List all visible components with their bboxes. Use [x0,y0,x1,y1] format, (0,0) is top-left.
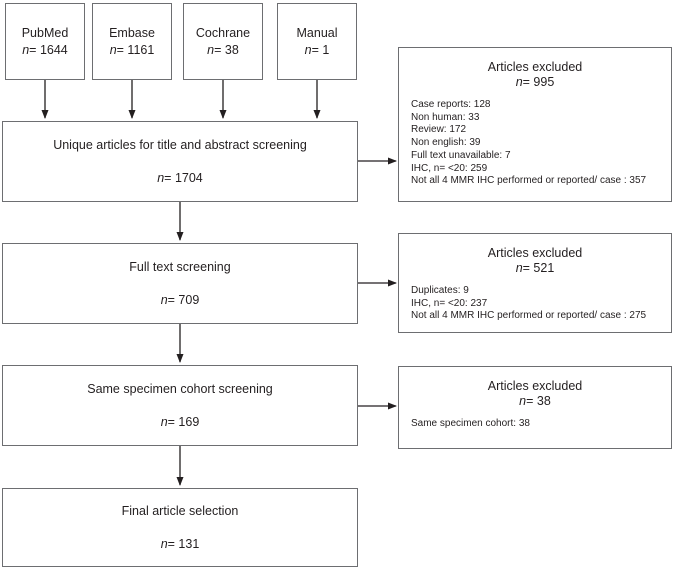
exclusion-count: n= 995 [515,75,555,89]
exclusion-title: Articles excluded [487,246,583,260]
stage-box-final-article-selection: Final article selection n= 131 [2,488,358,567]
exclusion-reason: Not all 4 MMR IHC performed or reported/… [411,310,647,322]
stage-count: n= 1704 [157,171,203,185]
source-label: PubMed [21,26,69,40]
exclusion-count: n= 521 [515,261,555,275]
source-count: n= 1161 [109,43,155,57]
source-box-manual: Manual n= 1 [277,3,357,80]
stage-title: Unique articles for title and abstract s… [53,138,307,152]
exclusion-reason: Same specimen cohort: 38 [411,418,530,429]
exclusion-reason: IHC, n= <20: 259 [411,162,488,174]
source-box-pubmed: PubMed n= 1644 [5,3,85,80]
source-box-embase: Embase n= 1161 [92,3,172,80]
source-count: n= 38 [207,43,239,57]
exclusion-reason: Not all 4 MMR IHC performed or reported/… [411,175,647,187]
source-label: Manual [296,26,338,40]
stage-title: Same specimen cohort screening [87,382,273,396]
source-label: Cochrane [195,26,251,40]
exclusion-reason: Duplicates: 9 [411,285,469,296]
exclusion-reason-list: Same specimen cohort: 38 [399,418,671,431]
exclusion-reason: Non human: 33 [411,111,480,123]
exclusion-reason: IHC, n= <20: 237 [411,297,488,309]
stage-title: Full text screening [129,260,231,274]
source-label: Embase [109,26,155,40]
source-count: n= 1644 [22,43,68,57]
exclusion-reason: Case reports: 128 [411,99,491,110]
stage-count: n= 169 [160,415,200,429]
exclusion-title: Articles excluded [487,379,583,393]
source-count: n= 1 [304,43,330,57]
exclusion-count: n= 38 [519,394,551,408]
stage-box-title-abstract-screening: Unique articles for title and abstract s… [2,121,358,202]
exclusion-reason: Review: 172 [411,124,467,136]
exclusion-box-3: Articles excluded n= 38 Same specimen co… [398,366,672,449]
exclusion-box-1: Articles excluded n= 995 Case reports: 1… [398,47,672,202]
stage-box-full-text-screening: Full text screening n= 709 [2,243,358,324]
stage-title: Final article selection [121,504,239,518]
exclusion-title: Articles excluded [487,60,583,74]
exclusion-reason: Non english: 39 [411,137,481,149]
stage-count: n= 709 [160,293,200,307]
stage-count: n= 131 [160,537,200,551]
source-box-cochrane: Cochrane n= 38 [183,3,263,80]
stage-box-same-specimen-cohort-screening: Same specimen cohort screening n= 169 [2,365,358,446]
exclusion-reason: Full text unavailable: 7 [411,149,511,161]
